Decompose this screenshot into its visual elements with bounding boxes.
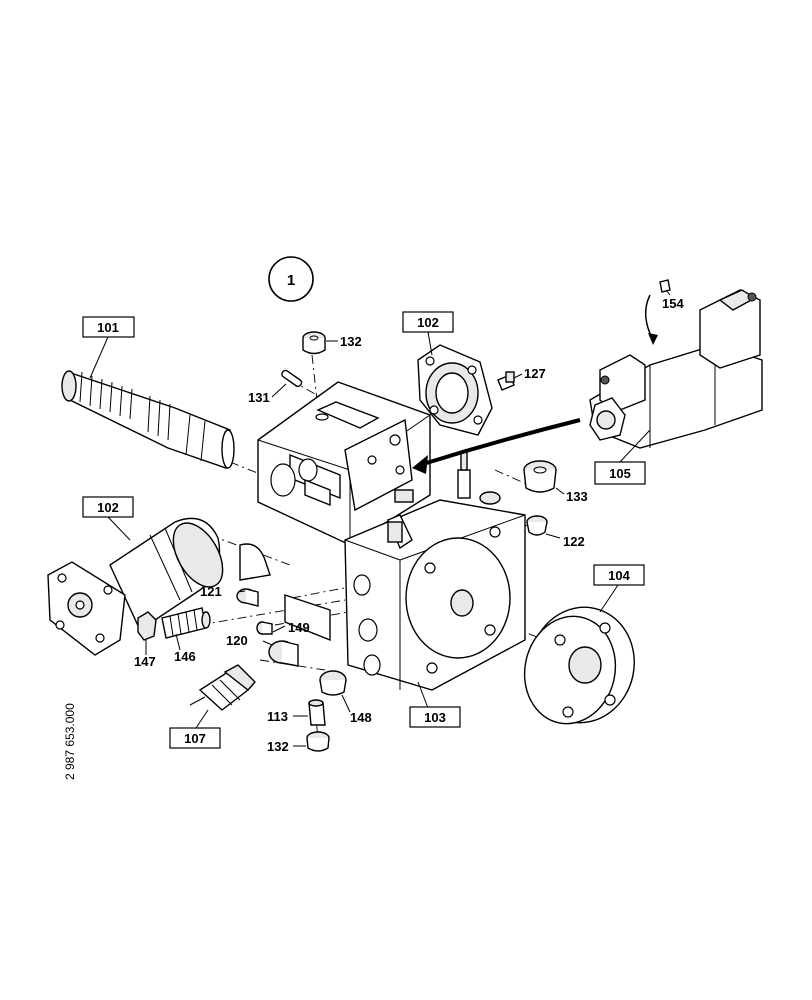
leader-lines: [89, 289, 671, 747]
part-132-plug-bottom: [306, 731, 330, 752]
part-122-plug: [526, 515, 548, 536]
part-104-flange: [523, 606, 635, 725]
svg-text:105: 105: [609, 466, 631, 481]
assembly-number: 1: [287, 272, 295, 289]
part-102-cylinder-lower: [47, 517, 224, 656]
part-148-plug: [319, 670, 347, 696]
callout-numbers: 132 127 131 154 133 122 121 149 120 146 …: [134, 296, 684, 754]
pump-housing: [239, 381, 431, 642]
part-132-plug-top: [302, 331, 326, 355]
callout-132-bottom: 132: [267, 739, 289, 754]
callout-127: 127: [524, 366, 546, 381]
callout-154: 154: [662, 296, 684, 311]
callout-146: 146: [174, 649, 196, 664]
assembly-number-marker: 1: [268, 256, 314, 302]
part-149-plug: [256, 621, 273, 635]
callout-147: 147: [134, 654, 156, 669]
svg-text:102: 102: [417, 315, 439, 330]
boxed-labels: 101 102 102 105 104 103 107: [82, 311, 646, 749]
part-127-screw: [497, 371, 515, 391]
part-120-plug: [268, 640, 299, 667]
part-121-plug: [236, 588, 259, 607]
callout-120: 120: [226, 633, 248, 648]
callout-133: 133: [566, 489, 588, 504]
part-fitting-top: [457, 451, 501, 505]
boxed-label-102-top: 102: [402, 311, 454, 333]
boxed-label-101: 101: [82, 316, 135, 338]
callout-121: 121: [200, 584, 222, 599]
part-105-solenoid-valve: [589, 279, 763, 449]
svg-text:107: 107: [184, 731, 206, 746]
drawing-code: 2 987 653.000: [63, 703, 77, 780]
part-146-adjusting-screw: [161, 607, 211, 639]
part-131-pin: [281, 369, 303, 388]
part-107-valve-cartridge: [189, 664, 256, 711]
callout-113: 113: [267, 709, 288, 724]
assembly-arrow: [412, 294, 658, 474]
callout-122: 122: [563, 534, 585, 549]
callout-132-top: 132: [340, 334, 362, 349]
boxed-label-103: 103: [409, 706, 461, 728]
boxed-label-105: 105: [594, 461, 646, 485]
part-101-drive-shaft: [61, 370, 235, 469]
part-113-sleeve: [308, 699, 326, 726]
boxed-label-107: 107: [169, 727, 221, 749]
svg-text:104: 104: [608, 568, 630, 583]
svg-text:101: 101: [97, 320, 119, 335]
part-147-nut: [137, 611, 157, 641]
part-103-pump-body: [344, 499, 526, 691]
svg-text:103: 103: [424, 710, 446, 725]
callout-131: 131: [248, 390, 270, 405]
svg-text:102: 102: [97, 500, 119, 515]
boxed-label-102-lower: 102: [82, 496, 134, 518]
part-133-plug: [523, 460, 557, 493]
callout-149: 149: [288, 620, 310, 635]
callout-148: 148: [350, 710, 372, 725]
boxed-label-104: 104: [593, 564, 645, 586]
part-102-cover-top: [417, 344, 493, 436]
